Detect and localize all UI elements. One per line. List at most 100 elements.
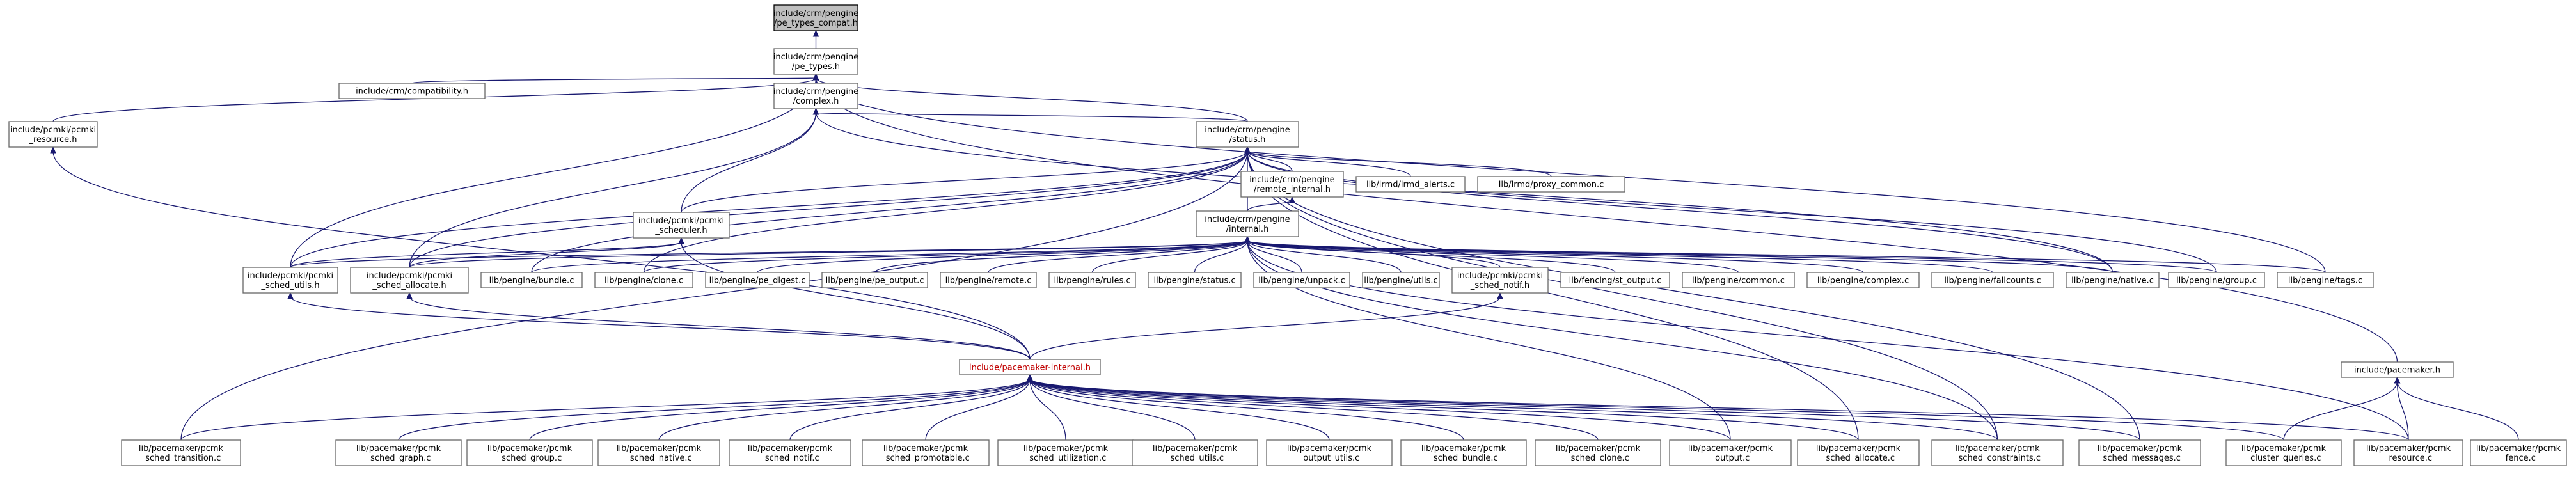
- graph-node-n24[interactable]: lib/pengine/common.c: [1682, 272, 1795, 288]
- graph-node-n15[interactable]: lib/pengine/pe_digest.c: [705, 272, 810, 288]
- edge-line: [290, 150, 1248, 268]
- graph-node-n11[interactable]: include/pcmki/pcmki_sched_utils.h: [242, 267, 338, 294]
- graph-node-n26[interactable]: lib/pengine/failcounts.c: [1931, 272, 2054, 288]
- graph-node-n19[interactable]: lib/pengine/status.c: [1148, 272, 1242, 288]
- node-label: lib/pacemaker/pcmk: [1556, 444, 1641, 453]
- graph-node-n13[interactable]: lib/pengine/bundle.c: [480, 272, 583, 288]
- graph-node-n47[interactable]: lib/pacemaker/pcmk_cluster_queries.c: [2225, 439, 2342, 466]
- graph-node-n34[interactable]: lib/pacemaker/pcmk_sched_group.c: [466, 439, 593, 466]
- graph-node-n18[interactable]: lib/pengine/rules.c: [1048, 272, 1136, 288]
- graph-node-n38[interactable]: lib/pacemaker/pcmk_sched_utilization.c: [997, 439, 1134, 466]
- edge-line: [1029, 378, 2284, 441]
- graph-node-n28[interactable]: lib/pengine/group.c: [2168, 272, 2265, 288]
- graph-node-n32[interactable]: lib/pacemaker/pcmk_sched_transition.c: [121, 439, 241, 466]
- edge-arrowhead: [50, 146, 56, 154]
- edge-line: [1247, 240, 1302, 273]
- node-box: [821, 272, 928, 288]
- node-label: include/pacemaker-internal.h: [969, 363, 1091, 373]
- graph-node-n12[interactable]: include/pcmki/pcmki_sched_allocate.h: [350, 267, 469, 294]
- edge-line: [1194, 240, 1248, 273]
- node-box: [1477, 176, 1625, 193]
- graph-node-n25[interactable]: lib/pengine/complex.c: [1806, 272, 1920, 288]
- edge-line: [2396, 381, 2519, 441]
- node-box: [1535, 439, 1661, 466]
- node-label: lib/pengine/common.c: [1692, 276, 1785, 286]
- graph-node-n44[interactable]: lib/pacemaker/pcmk_sched_allocate.c: [1797, 439, 1920, 466]
- graph-node-n31[interactable]: include/pacemaker-internal.h: [959, 359, 1101, 375]
- graph-node-n43[interactable]: lib/pacemaker/pcmk_output.c: [1669, 439, 1792, 466]
- node-label: _sched_promotable.c: [881, 453, 970, 463]
- graph-node-n39[interactable]: lib/pacemaker/pcmk_sched_utils.c: [1132, 439, 1258, 466]
- node-box: [2470, 439, 2567, 466]
- edge-line: [1247, 240, 2326, 273]
- edge-line: [1029, 378, 1330, 441]
- graph-node-n9[interactable]: include/pcmki/pcmki_scheduler.h: [633, 212, 730, 239]
- dependency-edge: [1027, 374, 1464, 441]
- graph-node-n17[interactable]: lib/pengine/remote.c: [940, 272, 1037, 288]
- graph-node-n21[interactable]: lib/pengine/utils.c: [1362, 272, 1440, 288]
- edge-line: [409, 296, 1031, 360]
- dependency-edge: [681, 146, 1251, 213]
- node-box: [2277, 272, 2374, 288]
- graph-node-n35[interactable]: lib/pacemaker/pcmk_sched_native.c: [597, 439, 720, 466]
- graph-node-n41[interactable]: lib/pacemaker/pcmk_sched_bundle.c: [1400, 439, 1527, 466]
- node-label: lib/pacemaker/pcmk: [883, 444, 968, 453]
- node-box: [940, 272, 1037, 288]
- graph-node-n40[interactable]: lib/pacemaker/pcmk_output_utils.c: [1266, 439, 1393, 466]
- node-label: lib/pacemaker/pcmk: [356, 444, 441, 453]
- node-label: _output.c: [1711, 453, 1750, 463]
- graph-node-n6[interactable]: include/crm/pengine/remote_internal.h: [1240, 171, 1344, 198]
- graph-node-n16[interactable]: lib/pengine/pe_output.c: [821, 272, 928, 288]
- node-label: lib/pacemaker/pcmk: [139, 444, 224, 453]
- graph-node-n37[interactable]: lib/pacemaker/pcmk_sched_promotable.c: [862, 439, 990, 466]
- node-label: lib/pacemaker/pcmk: [487, 444, 573, 453]
- graph-node-n49[interactable]: lib/pacemaker/pcmk_fence.c: [2470, 439, 2567, 466]
- node-label: lib/pengine/bundle.c: [489, 276, 574, 286]
- graph-node-n30[interactable]: include/pacemaker.h: [2341, 361, 2454, 378]
- node-box: [2353, 439, 2463, 466]
- graph-node-n8[interactable]: lib/lrmd/proxy_common.c: [1477, 176, 1625, 193]
- graph-node-n45[interactable]: lib/pacemaker/pcmk_sched_constraints.c: [1931, 439, 2064, 466]
- node-box: [2341, 361, 2454, 378]
- dependency-edge: [1027, 374, 2140, 441]
- node-box: [1148, 272, 1242, 288]
- node-label: include/crm/pengine: [1205, 215, 1290, 225]
- edge-line: [1247, 150, 1859, 441]
- edge-line: [52, 150, 1031, 360]
- graph-node-n42[interactable]: lib/pacemaker/pcmk_sched_clone.c: [1535, 439, 1661, 466]
- graph-node-n5[interactable]: include/crm/pengine/status.h: [1196, 121, 1299, 148]
- dependency-edge: [1244, 235, 1501, 268]
- node-label: _sched_utils.c: [1166, 453, 1224, 463]
- graph-node-n10[interactable]: include/crm/pengine/internal.h: [1196, 210, 1299, 237]
- graph-node-n20[interactable]: lib/pengine/unpack.c: [1253, 272, 1350, 288]
- graph-node-n14[interactable]: lib/pengine/clone.c: [594, 272, 693, 288]
- graph-node-n46[interactable]: lib/pacemaker/pcmk_sched_messages.c: [2078, 439, 2201, 466]
- node-box: [338, 83, 486, 99]
- edge-line: [988, 240, 1248, 273]
- edge-line: [1247, 240, 1993, 273]
- node-label: lib/lrmd/lrmd_alerts.c: [1366, 180, 1455, 190]
- graph-node-n3[interactable]: include/crm/pengine/complex.h: [773, 83, 858, 109]
- node-label: lib/pacemaker/pcmk: [1955, 444, 2040, 453]
- graph-node-n0[interactable]: include/crm/pengine/pe_types_compat.h: [773, 4, 858, 31]
- edge-line: [1247, 200, 1293, 212]
- graph-node-n48[interactable]: lib/pacemaker/pcmk_resource.c: [2353, 439, 2463, 466]
- graph-node-n4[interactable]: include/pcmki/pcmki_resource.h: [8, 121, 98, 148]
- graph-node-n1[interactable]: include/crm/pengine/pe_types.h: [773, 48, 858, 75]
- graph-node-n2[interactable]: include/crm/compatibility.h: [338, 83, 486, 99]
- graph-node-n23[interactable]: lib/fencing/st_output.c: [1560, 272, 1670, 288]
- dependency-edge: [812, 73, 2326, 273]
- node-label: lib/pengine/complex.c: [1817, 276, 1909, 286]
- graph-node-n36[interactable]: lib/pacemaker/pcmk_sched_notif.c: [729, 439, 851, 466]
- graph-node-n33[interactable]: lib/pacemaker/pcmk_sched_graph.c: [335, 439, 462, 466]
- node-label: lib/pacemaker/pcmk: [1688, 444, 1773, 453]
- dependency-edge: [1027, 374, 1330, 441]
- graph-node-n29[interactable]: lib/pengine/tags.c: [2277, 272, 2374, 288]
- dependency-edge: [180, 146, 1251, 441]
- graph-node-n27[interactable]: lib/pengine/native.c: [2066, 272, 2160, 288]
- node-label: _sched_utils.h: [260, 281, 319, 290]
- graph-node-n7[interactable]: lib/lrmd/lrmd_alerts.c: [1355, 176, 1466, 193]
- edge-line: [411, 77, 817, 84]
- edge-line: [290, 77, 817, 268]
- graph-node-n22[interactable]: include/pcmki/pcmki_sched_notif.h: [1451, 267, 1549, 294]
